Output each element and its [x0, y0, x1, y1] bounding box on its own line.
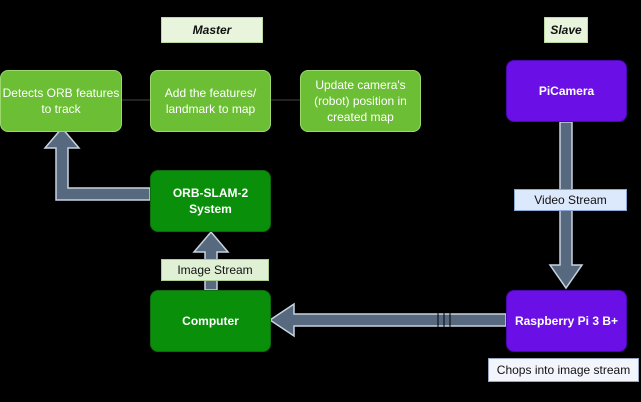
add-features-node: Add the features/ landmark to map	[150, 70, 271, 132]
arrow-raspberry-to-computer	[268, 302, 507, 338]
image-stream-label: Image Stream	[161, 259, 269, 281]
slave-header: Slave	[544, 17, 588, 43]
master-header: Master	[161, 17, 263, 43]
update-camera-position-node: Update camera's (robot) position in crea…	[300, 70, 421, 132]
picamera-node: PiCamera	[506, 60, 627, 122]
chops-into-image-stream-label: Chops into image stream	[488, 358, 639, 382]
raspberry-pi-node: Raspberry Pi 3 B+	[506, 290, 627, 352]
detect-orb-features-node: Detects ORB features to track	[0, 70, 122, 132]
video-stream-label: Video Stream	[514, 189, 627, 211]
computer-node: Computer	[150, 290, 271, 352]
orb-slam-node: ORB-SLAM-2 System	[150, 170, 271, 232]
arrow-orb-to-detect	[43, 126, 151, 201]
